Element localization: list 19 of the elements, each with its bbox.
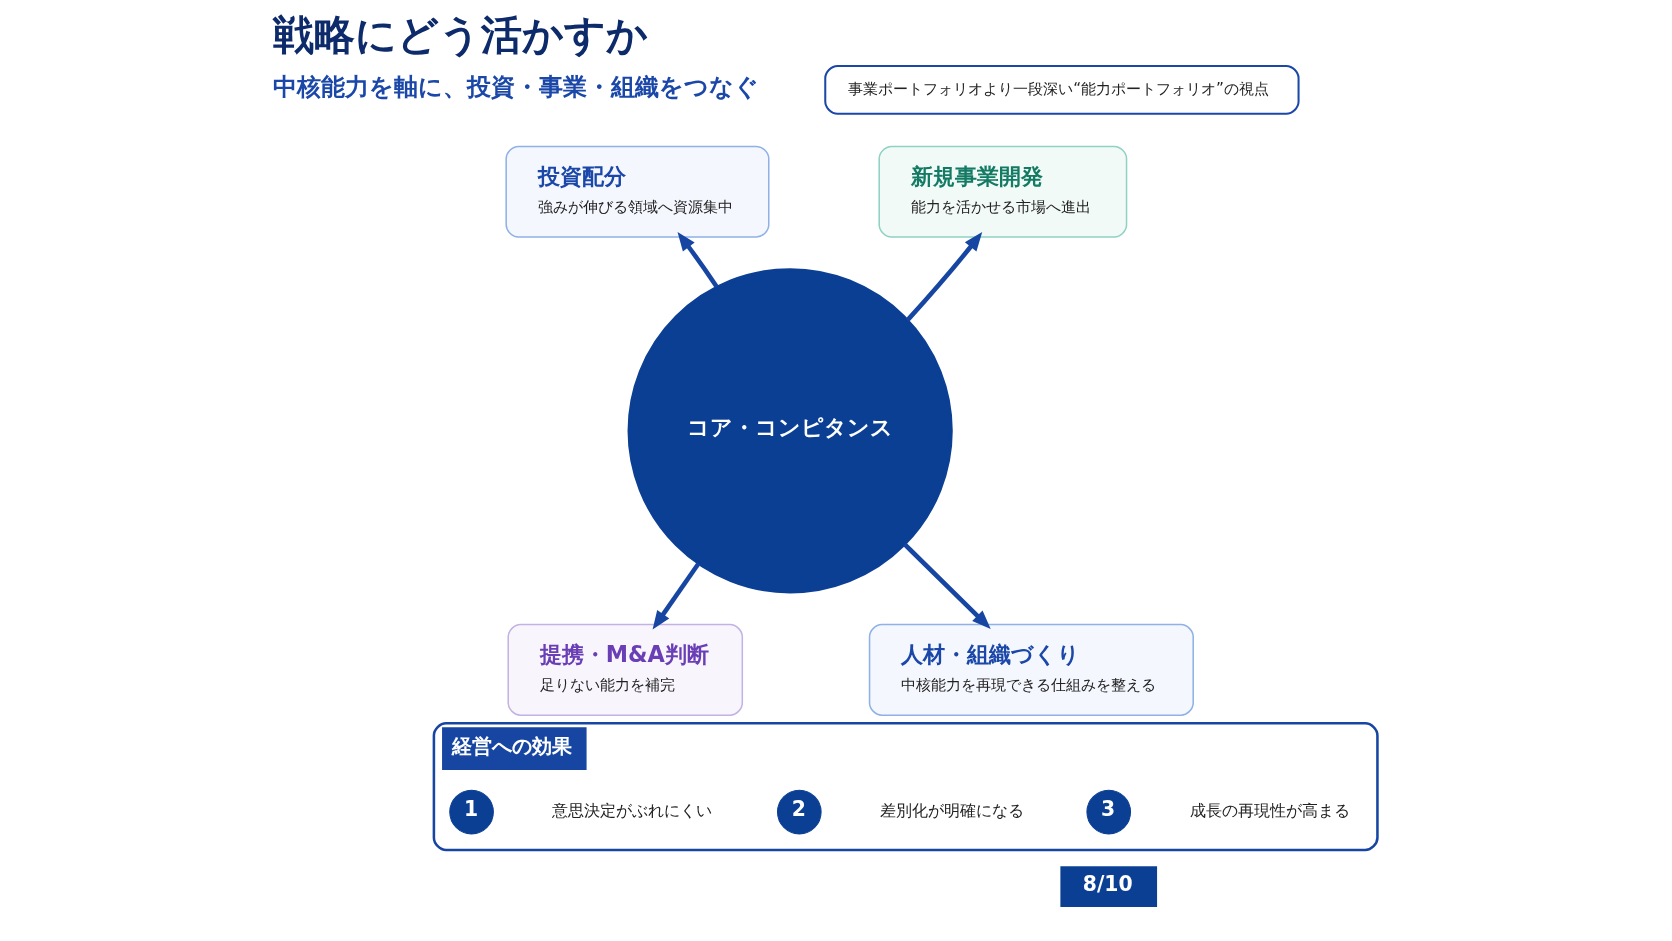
label: 8/10 [1082,871,1133,896]
arrow [903,542,991,629]
node-box: 事業ポートフォリオより一段深い“能力ポートフォリオ”の視点 [824,64,1300,115]
node-circle: 2 [777,789,822,834]
label: 中核能力を軸に、投資・事業・組織をつなぐ [272,71,759,101]
node-circle: コア・コンピタンス [627,267,953,593]
node-label: 意思決定がぶれにくい [552,800,713,820]
arrow [905,231,983,322]
node-label: 成長の再現性が高まる [1189,800,1350,820]
diagram-title: 戦略にどう活かすか [272,10,648,59]
node-box: 新規事業開発 能力を活かせる市場へ進出 [878,145,1128,238]
arrow [652,561,701,630]
node-box: 提携・M&A判断 足りない能力を補完 [507,623,744,716]
node-box: 投資配分 強みが伸びる領域へ資源集中 [505,145,770,238]
arrow [677,231,719,288]
node-circle: 1 [449,789,494,834]
node-label: 差別化が明確になる [880,800,1025,820]
node-circle: 3 [1086,789,1132,834]
node-box: 人材・組織づくり 中核能力を再現できる仕組みを整える [868,623,1194,716]
